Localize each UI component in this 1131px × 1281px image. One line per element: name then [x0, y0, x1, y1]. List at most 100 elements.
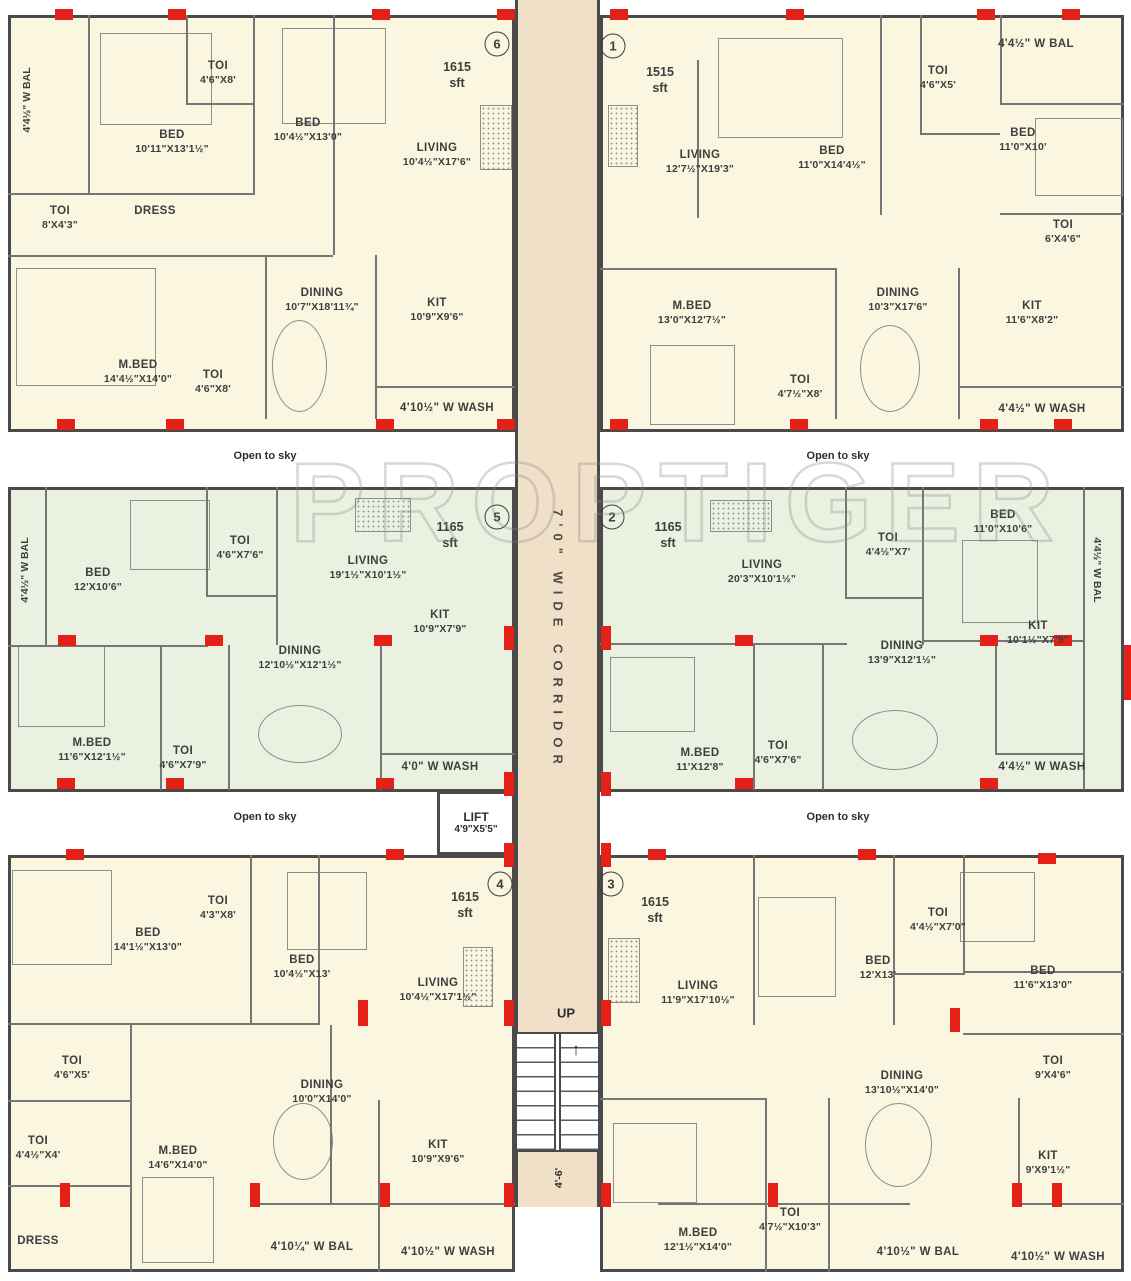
interior-wall	[8, 255, 333, 257]
room-name: BED	[865, 954, 891, 967]
room-name: M.BED	[118, 358, 158, 371]
interior-wall	[8, 1023, 320, 1025]
unit-area-label: 1615 sft	[641, 894, 669, 925]
stairs-up-label: UP	[556, 1005, 576, 1021]
column-marker	[858, 849, 876, 860]
interior-wall	[186, 15, 188, 105]
room-name: KIT	[428, 1138, 448, 1151]
room-dims: 4'7½"X10'3"	[758, 1220, 822, 1233]
room-dims: 10'9"X9'6"	[411, 1152, 465, 1165]
column-marker	[1054, 635, 1072, 646]
interior-wall	[380, 753, 515, 755]
room-name: BED	[1010, 126, 1036, 139]
interior-wall	[206, 487, 208, 597]
column-marker	[504, 772, 514, 796]
room-dims: 11'0"X10'6"	[973, 522, 1033, 535]
room-name: BED	[289, 953, 315, 966]
room-dims: 4'4½"X4'	[15, 1148, 61, 1161]
room-dims: 12'7½"X19'3"	[665, 162, 735, 175]
unit-number-badge: 5	[484, 504, 510, 530]
dining-table	[852, 710, 938, 770]
room-dims: 11'6"X8'2"	[1005, 313, 1059, 326]
column-marker	[1054, 419, 1072, 430]
bed-furniture	[718, 38, 843, 138]
room-name: LIVING	[677, 979, 719, 992]
room-label: 4'4½" W BAL	[998, 38, 1074, 52]
column-marker	[977, 9, 995, 20]
column-marker	[601, 1183, 611, 1207]
balcony-width-label: 4'4½" W BAL	[21, 67, 33, 133]
window-hatch	[355, 498, 411, 532]
interior-wall	[835, 268, 837, 419]
dining-table	[865, 1103, 932, 1187]
column-marker	[610, 419, 628, 430]
column-marker	[980, 635, 998, 646]
room-dims: 13'0"X12'7½"	[657, 313, 727, 326]
column-marker	[1062, 9, 1080, 20]
room-name: TOI	[789, 373, 811, 386]
room-dims: 10'3"X17'6"	[868, 300, 928, 313]
room-name: DRESS	[134, 205, 176, 218]
room-dims: 11'9"X17'10½"	[661, 993, 735, 1006]
column-marker	[1038, 853, 1056, 864]
window-hatch	[608, 938, 640, 1003]
room-dims: 12'X10'6"	[74, 580, 122, 593]
room-name: 4'10½" W BAL	[876, 1246, 960, 1259]
room-name: DINING	[278, 644, 322, 657]
room-name: TOI	[877, 531, 899, 544]
room-dims: 11'6"X13'0"	[1013, 978, 1073, 991]
column-marker	[601, 772, 611, 796]
room-dims: 9'X9'1½"	[1025, 1163, 1071, 1176]
room-name: TOI	[767, 739, 789, 752]
room-name: M.BED	[678, 1226, 718, 1239]
unit-6-area	[8, 15, 515, 432]
room-name: KIT	[1028, 619, 1048, 632]
room-dims: 10'0"X14'0"	[292, 1092, 352, 1105]
interior-wall	[1018, 1203, 1124, 1205]
room-name: BED	[135, 926, 161, 939]
room-dims: 12'X13'	[859, 968, 897, 981]
interior-wall	[265, 255, 267, 419]
room-name: KIT	[430, 608, 450, 621]
open-to-sky-label: Open to sky	[233, 450, 297, 462]
open-to-sky-label: Open to sky	[233, 811, 297, 823]
room-name: 4'10¼" W BAL	[270, 1241, 354, 1254]
room-name: DINING	[880, 1069, 924, 1082]
column-marker	[376, 419, 394, 430]
stair-flight-right	[561, 1034, 598, 1150]
column-marker	[66, 849, 84, 860]
column-marker	[950, 1008, 960, 1032]
room-name: 4'4½" W BAL	[998, 38, 1074, 51]
column-marker	[380, 1183, 390, 1207]
room-dims: 10'4½"X17'6"	[402, 155, 472, 168]
room-name: KIT	[1022, 299, 1042, 312]
interior-wall	[765, 1098, 767, 1272]
room-label: 4'10½" W BAL	[877, 1246, 960, 1260]
room-name: TOI	[202, 368, 224, 381]
interior-wall	[8, 193, 255, 195]
interior-wall	[822, 645, 824, 790]
balcony-width-label: 4'4½" W BAL	[19, 537, 31, 603]
window-hatch	[608, 105, 638, 167]
column-marker	[372, 9, 390, 20]
interior-wall	[8, 645, 208, 647]
room-dims: 14'4½"X14'0"	[103, 372, 173, 385]
room-dims: 6'X4'6"	[1045, 232, 1081, 245]
column-marker	[58, 635, 76, 646]
dining-table	[860, 325, 920, 412]
bed-furniture	[100, 33, 212, 125]
room-dims: 10'7"X18'11¾"	[285, 300, 359, 313]
room-dims: 4'6"X7'6"	[216, 548, 264, 561]
column-marker	[504, 1183, 514, 1207]
lift-dims-label: 4'9"X5'5"	[454, 824, 498, 836]
